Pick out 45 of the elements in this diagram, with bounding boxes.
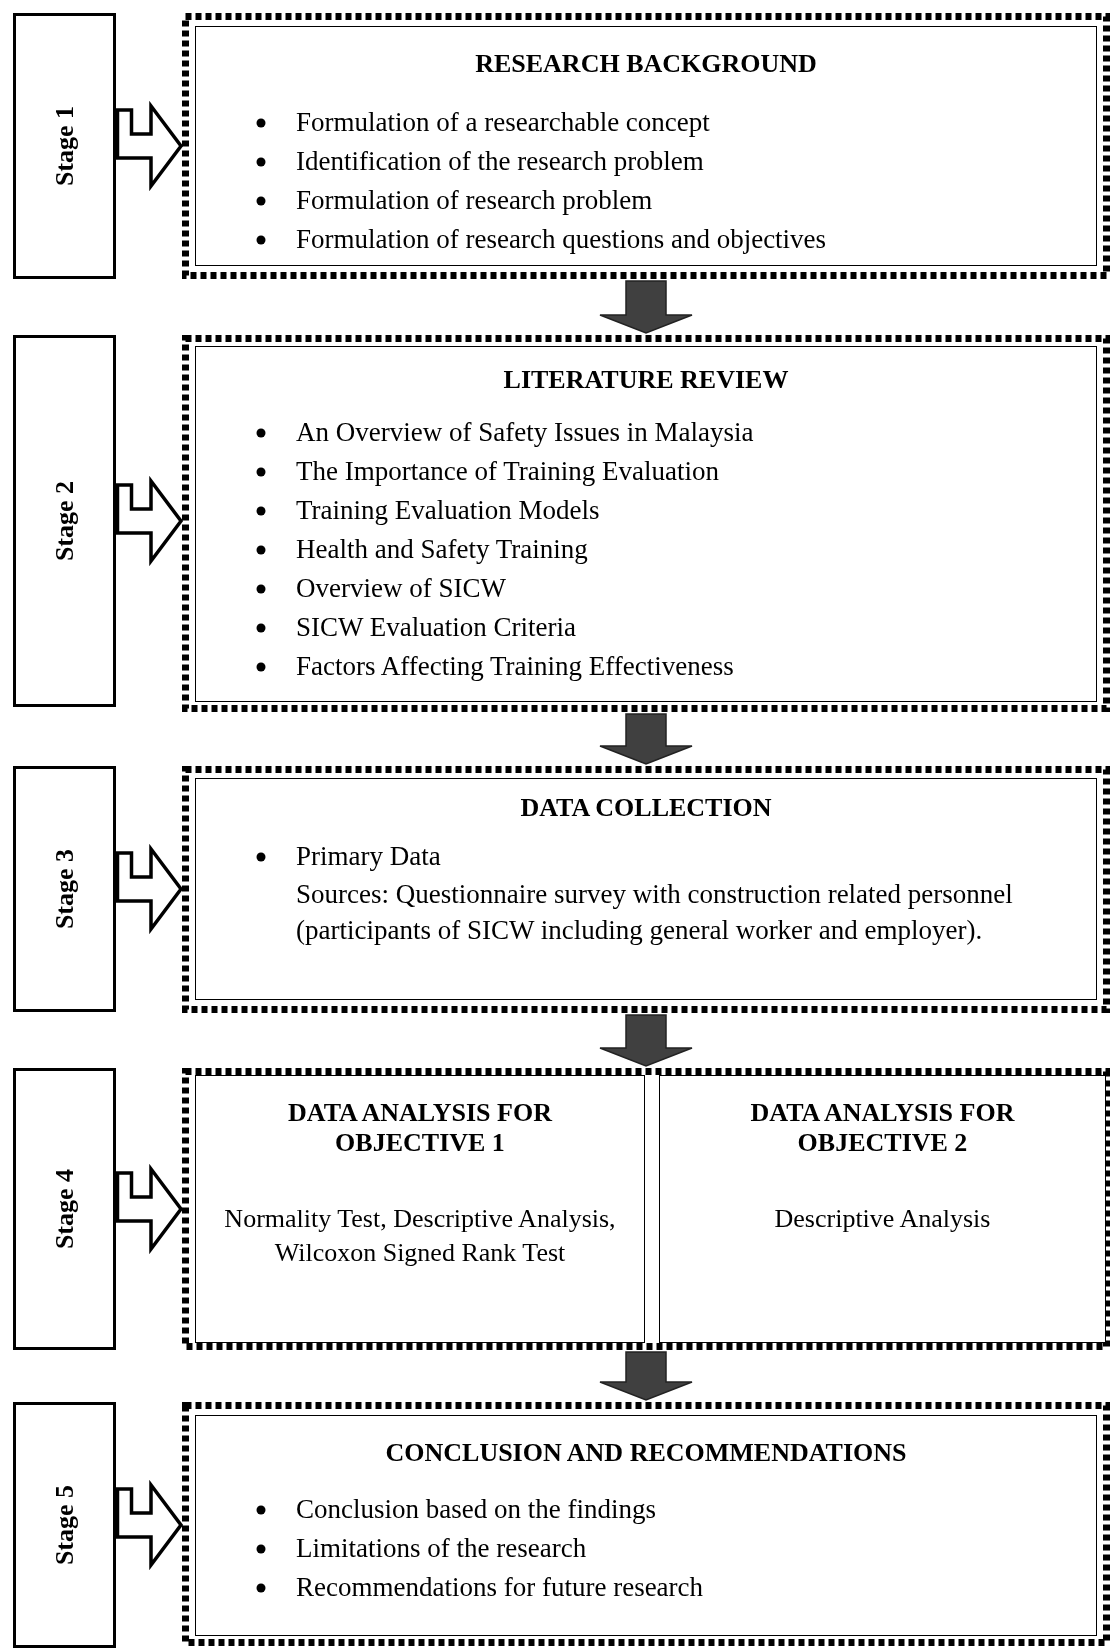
stage-label: Stage 4	[49, 1168, 80, 1250]
stage-label: Stage 1	[49, 105, 80, 187]
stage-label: Stage 2	[49, 480, 80, 562]
stage-box	[13, 13, 116, 279]
bullet-item: Health and Safety Training	[296, 533, 588, 564]
bullet-item: Overview of SICW	[296, 572, 506, 603]
body-text: Descriptive Analysis	[773, 1202, 992, 1235]
content-box	[195, 1075, 645, 1343]
bullet-item: Identification of the research problem	[296, 145, 704, 176]
block-arrow	[599, 1014, 693, 1067]
bullet-item: SICW Evaluation Criteria	[296, 611, 576, 642]
stage-box	[13, 1068, 116, 1350]
bullet-item: Primary Data	[296, 840, 441, 871]
section-heading: DATA ANALYSIS FOR OBJECTIVE 1	[287, 1098, 554, 1158]
section-heading: CONCLUSION AND RECOMMENDATIONS	[384, 1438, 908, 1468]
bullet-item: Training Evaluation Models	[296, 494, 600, 525]
section-heading: DATA COLLECTION	[519, 793, 773, 823]
bullet-item: Conclusion based on the findings	[296, 1493, 656, 1524]
block-arrow	[115, 1163, 184, 1255]
block-arrow	[115, 100, 184, 192]
stage-label: Stage 5	[49, 1484, 80, 1566]
body-text: Normality Test, Descriptive Analysis, Wilcoxon Signed Rank Test	[223, 1202, 617, 1269]
stage-box	[13, 1402, 116, 1648]
block-arrow	[599, 1351, 693, 1401]
block-arrow	[115, 1479, 184, 1571]
block-arrow	[115, 843, 184, 935]
block-arrow	[115, 475, 184, 567]
body-text: Sources: Questionnaire survey with construction related personnel (participants of SICW including general worker and employer).	[295, 877, 1014, 947]
stage-box	[13, 335, 116, 707]
bullet-item: Formulation of a researchable concept	[296, 106, 710, 137]
bullet-item: Formulation of research questions and objectives	[296, 223, 827, 254]
bullet-item: Factors Affecting Training Effectiveness	[296, 650, 734, 681]
section-heading: LITERATURE REVIEW	[502, 365, 790, 395]
bullet-item: Limitations of the research	[296, 1532, 587, 1563]
bullet-item: Formulation of research problem	[296, 184, 653, 215]
content-box	[659, 1075, 1106, 1343]
bullet-item: The Importance of Training Evaluation	[296, 455, 719, 486]
bullet-item: Recommendations for future research	[296, 1571, 704, 1602]
block-arrow	[599, 713, 693, 765]
section-heading: DATA ANALYSIS FOR OBJECTIVE 2	[749, 1098, 1016, 1158]
stage-box	[13, 766, 116, 1012]
stage-label: Stage 3	[49, 848, 80, 930]
block-arrow	[599, 280, 693, 334]
section-heading: RESEARCH BACKGROUND	[474, 49, 818, 79]
bullet-item: An Overview of Safety Issues in Malaysia	[296, 416, 754, 447]
